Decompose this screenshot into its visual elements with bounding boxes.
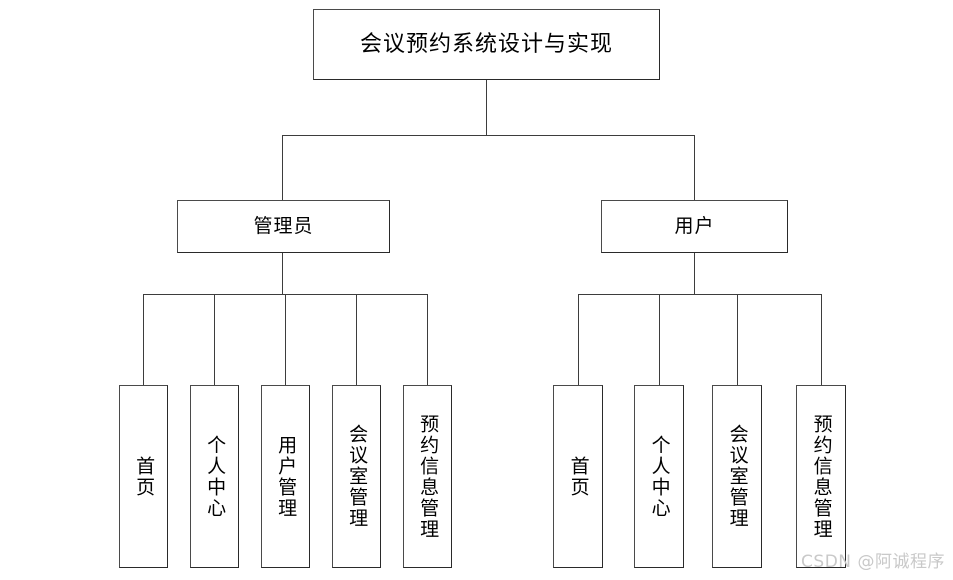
connector-user-drop-3	[737, 294, 738, 385]
connector-root-to-admin	[282, 135, 283, 201]
node-user-child-meeting-room-management: 会议室管理	[712, 385, 762, 568]
watermark-handle: @阿诚程序	[857, 552, 945, 572]
watermark: CSDN@阿诚程序	[801, 547, 945, 572]
connector-user-drop-2	[659, 294, 660, 385]
node-role-user-label: 用户	[674, 214, 715, 237]
node-role-admin-label: 管理员	[253, 214, 314, 237]
node-user-child-reservation-info-management-label: 预约信息管理	[810, 413, 833, 540]
node-admin-child-meeting-room-management-label: 会议室管理	[346, 424, 369, 529]
node-admin-child-meeting-room-management: 会议室管理	[332, 385, 381, 568]
node-admin-child-user-management: 用户管理	[261, 385, 310, 568]
connector-admin-drop-3	[285, 294, 286, 385]
node-admin-child-home: 首页	[119, 385, 168, 568]
node-admin-child-reservation-info-management-label: 预约信息管理	[417, 413, 440, 540]
watermark-brand: CSDN	[801, 552, 852, 572]
node-root-title: 会议预约系统设计与实现	[313, 9, 660, 80]
node-root-title-label: 会议预约系统设计与实现	[359, 31, 613, 57]
connector-admin-drop-2	[214, 294, 215, 385]
node-user-child-home-label: 首页	[567, 455, 590, 498]
connector-user-stem	[694, 253, 695, 295]
connector-admin-drop-5	[427, 294, 428, 385]
connector-root-stem	[486, 80, 487, 136]
node-admin-child-reservation-info-management: 预约信息管理	[403, 385, 452, 568]
connector-root-bus	[282, 135, 695, 136]
node-user-child-home: 首页	[553, 385, 603, 568]
node-admin-child-personal-center-label: 个人中心	[204, 434, 227, 519]
node-user-child-reservation-info-management: 预约信息管理	[796, 385, 846, 568]
node-user-child-personal-center: 个人中心	[634, 385, 684, 568]
connector-root-to-user	[694, 135, 695, 201]
node-user-child-personal-center-label: 个人中心	[648, 434, 671, 519]
node-admin-child-personal-center: 个人中心	[190, 385, 239, 568]
connector-user-drop-4	[821, 294, 822, 385]
connector-admin-drop-1	[143, 294, 144, 385]
node-role-admin: 管理员	[177, 200, 390, 253]
node-admin-child-user-management-label: 用户管理	[275, 434, 298, 519]
node-user-child-meeting-room-management-label: 会议室管理	[726, 424, 749, 529]
connector-admin-drop-4	[356, 294, 357, 385]
connector-user-bus	[578, 294, 822, 295]
node-admin-child-home-label: 首页	[133, 455, 156, 498]
node-role-user: 用户	[601, 200, 788, 253]
connector-admin-stem	[282, 253, 283, 295]
connector-user-drop-1	[578, 294, 579, 385]
